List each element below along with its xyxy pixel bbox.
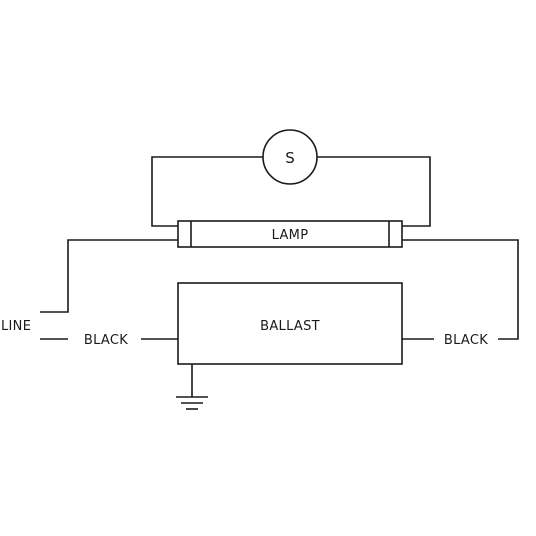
- ballast-box: [177, 282, 403, 365]
- lamp-tube: [177, 220, 403, 248]
- starter-circle: [262, 129, 318, 185]
- lamp-label: LAMP: [272, 228, 309, 243]
- ballast-label: BALLAST: [260, 319, 320, 334]
- lamp-right-wire: [402, 239, 519, 340]
- starter-right-wire: [317, 156, 431, 227]
- lamp-left-wire: [40, 239, 178, 313]
- line-label: LINE: [1, 319, 31, 334]
- left-black-label: BLACK: [84, 333, 128, 348]
- ground-symbol-icon: [176, 396, 208, 410]
- right-black-label: BLACK: [444, 333, 488, 348]
- starter-label: S: [285, 149, 295, 167]
- starter-left-wire: [151, 156, 263, 227]
